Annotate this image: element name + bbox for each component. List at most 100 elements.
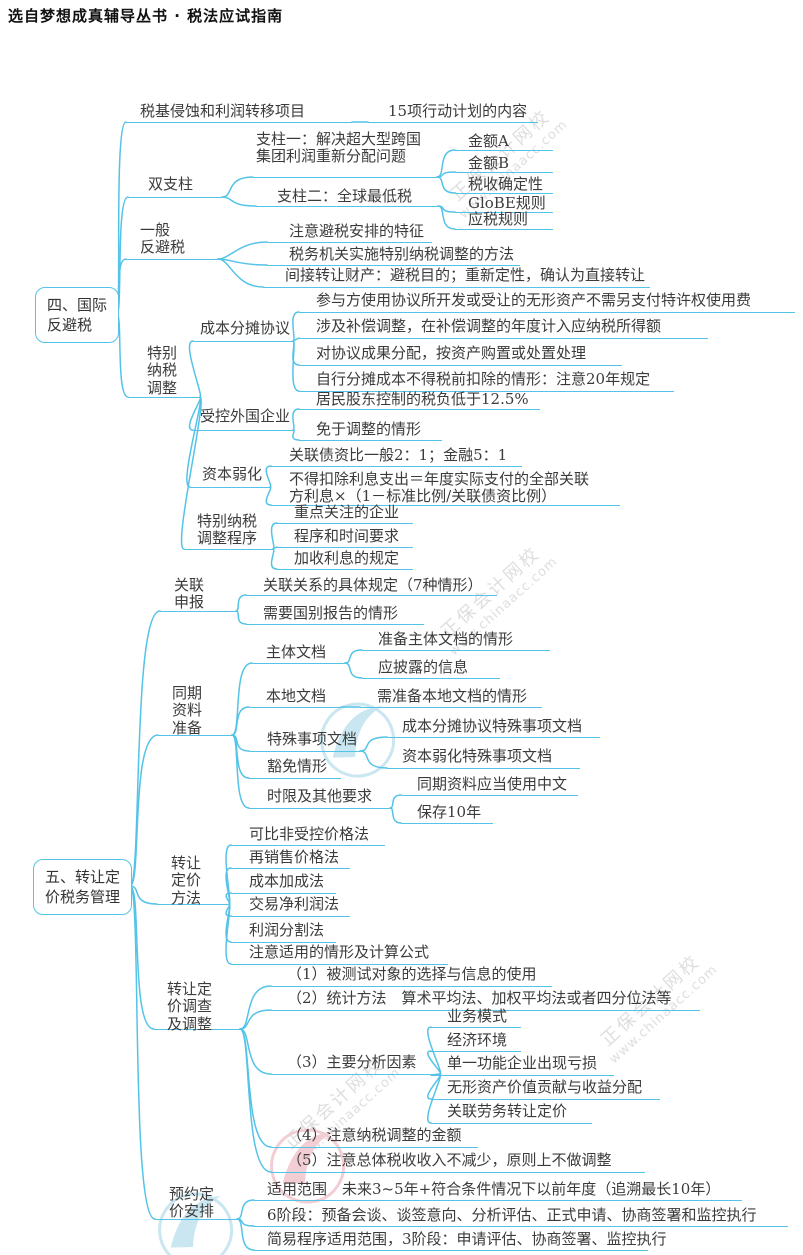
map-node-label: 涉及补偿调整，在补偿调整的年度计入应纳税所得额 — [316, 317, 662, 335]
node-underline — [231, 964, 448, 965]
map-node-label: 本地文档 — [266, 687, 327, 705]
node-underline — [271, 1010, 700, 1011]
node-underline — [193, 430, 293, 431]
map-node-label: 程序和时间要求 — [294, 527, 400, 545]
map-node-label: GloBE规则 — [468, 194, 546, 212]
map-node-label: 受控外国企业 — [200, 407, 291, 425]
node-underline — [455, 150, 553, 151]
map-node-label: 同期 资料 准备 — [172, 684, 203, 737]
root-topic: 五、转让定 价税务管理 — [33, 859, 132, 915]
map-node-label: 税务机关实施特别纳税调整的方法 — [289, 245, 515, 263]
map-node-label: 关联 申报 — [174, 576, 205, 612]
node-underline — [193, 341, 293, 342]
node-underline — [431, 1075, 614, 1076]
map-node-label: 关联关系的具体规定（7种情形） — [263, 576, 483, 594]
map-node-label: 应税规则 — [468, 210, 529, 228]
node-underline — [184, 549, 273, 550]
map-node-label: 15项行动计划的内容 — [388, 102, 528, 120]
node-underline — [455, 193, 553, 194]
map-node-label: 资本弱化特殊事项文档 — [402, 747, 553, 765]
map-node-label: 一般 反避税 — [140, 221, 186, 257]
node-underline — [299, 391, 674, 392]
node-underline — [252, 663, 345, 664]
node-underline — [277, 569, 413, 570]
node-underline — [455, 172, 553, 173]
map-node-label: 对协议成果分配，按资产购置或处置处理 — [316, 344, 587, 362]
node-underline — [267, 265, 520, 266]
map-node-label: 金额A — [468, 132, 509, 150]
node-underline — [431, 1051, 521, 1052]
map-node-label: 6阶段：预备会谈、谈签意向、分析评估、正式申请、协商签署和监控执行 — [267, 1206, 757, 1224]
node-underline — [158, 735, 232, 736]
map-node-label: 再销售价格法 — [249, 848, 340, 866]
node-underline — [299, 440, 442, 441]
node-underline — [431, 1123, 592, 1124]
node-underline — [155, 1219, 237, 1220]
node-underline — [249, 808, 390, 809]
node-underline — [271, 1172, 645, 1173]
root-topic: 四、国际 反避税 — [35, 287, 119, 343]
watermark-logo-icon — [146, 1180, 246, 1255]
map-node-label: 需要国别报告的情形 — [263, 604, 399, 622]
node-underline — [277, 547, 413, 548]
map-node-label: 金额B — [468, 154, 510, 172]
watermark-logo-icon — [258, 1116, 358, 1220]
node-underline — [254, 1226, 788, 1227]
node-underline — [401, 823, 493, 824]
map-node-label: 支柱一：解决超大型跨国 集团利润重新分配问题 — [256, 130, 422, 166]
map-node-label: 成本分摊协议 — [200, 319, 291, 337]
map-node-label: 居民股东控制的税负低于12.5% — [316, 390, 529, 408]
map-node-label: （5）注意总体税收收入不减少，原则上不做调整 — [287, 1151, 612, 1169]
map-node-label: 转让定 价调查 及调整 — [167, 980, 213, 1033]
map-node-label: 时限及其他要求 — [267, 787, 373, 805]
map-node-label: 注意避税安排的特征 — [289, 222, 425, 240]
map-node-label: 税基侵蚀和利润转移项目 — [140, 102, 306, 120]
node-underline — [431, 1099, 660, 1100]
node-underline — [431, 1027, 521, 1028]
node-underline — [271, 466, 522, 467]
node-underline — [249, 778, 341, 779]
node-underline — [160, 611, 236, 612]
node-underline — [254, 1250, 648, 1251]
map-node-label: 参与方使用协议所开发或受让的无形资产不需另支付特许权使用费 — [316, 291, 752, 309]
node-underline — [126, 259, 218, 260]
map-node-label: 间接转让财产：避税目的；重新定性，确认为直接转让 — [285, 266, 646, 284]
map-node-label: 成本加成法 — [249, 872, 325, 890]
node-underline — [231, 893, 336, 894]
node-underline — [231, 942, 336, 943]
node-underline — [126, 122, 352, 123]
map-node-label: 业务模式 — [447, 1007, 508, 1025]
node-underline — [455, 229, 553, 230]
node-underline — [231, 916, 350, 917]
map-node-label: 主体文档 — [266, 643, 327, 661]
map-node-label: （3）主要分析因素 — [287, 1053, 417, 1071]
map-node-label: 无形资产价值贡献与收益分配 — [447, 1078, 643, 1096]
node-underline — [362, 678, 500, 679]
map-node-label: 简易程序适用范围，3阶段：申请评估、协商签署、监控执行 — [267, 1230, 667, 1248]
node-underline — [387, 737, 600, 738]
map-node-label: 可比非受控价格法 — [249, 825, 370, 843]
node-underline — [263, 287, 650, 288]
node-underline — [271, 1074, 440, 1075]
map-node-label: 预约定 价安排 — [169, 1185, 215, 1221]
node-underline — [267, 242, 432, 243]
map-node-label: 免于调整的情形 — [316, 420, 422, 438]
node-underline — [253, 177, 437, 178]
map-node-label: 加收利息的规定 — [294, 549, 400, 567]
map-node-label: 同期资料应当使用中文 — [417, 775, 568, 793]
map-node-label: 转让 定价 方法 — [171, 854, 202, 907]
node-underline — [256, 206, 438, 207]
node-underline — [231, 868, 350, 869]
map-node-label: 重点关注的企业 — [294, 503, 400, 521]
map-node-label: 单一功能企业出现亏损 — [447, 1054, 598, 1072]
map-node-label: 双支柱 — [148, 175, 194, 193]
map-node-label: 成本分摊协议特殊事项文档 — [402, 717, 583, 735]
node-underline — [299, 338, 708, 339]
node-underline — [455, 212, 553, 213]
node-underline — [154, 1029, 240, 1030]
map-node-label: 特别 纳税 调整 — [147, 344, 178, 397]
node-underline — [231, 845, 385, 846]
node-underline — [277, 523, 413, 524]
